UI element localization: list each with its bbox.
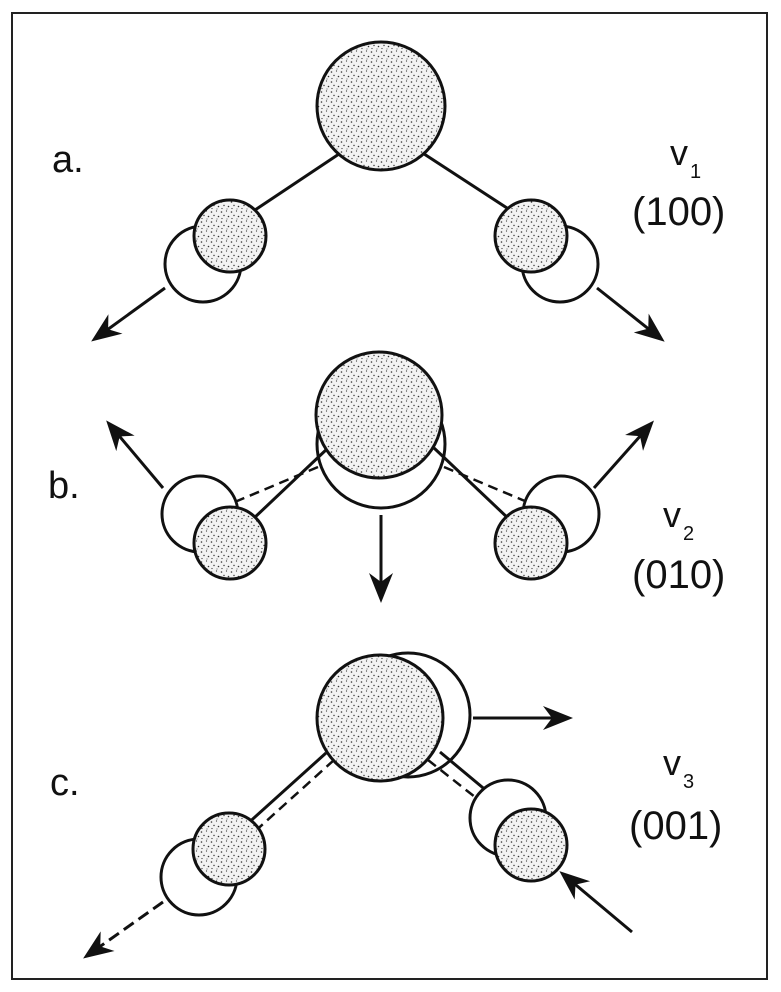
arrow-right	[596, 286, 665, 342]
panel-a: a. v 1 (100)	[52, 40, 725, 342]
arrow-down-left	[83, 900, 164, 959]
panel-c-quantum-numbers: (001)	[629, 804, 722, 848]
arrow-left	[91, 286, 166, 342]
panel-c-letter: c.	[50, 762, 80, 804]
panel-a-mode-symbol: v	[670, 132, 688, 173]
bond-left	[243, 751, 328, 828]
panel-b-mode-subscript: 2	[683, 523, 694, 545]
panel-b-letter: b.	[48, 465, 80, 507]
hydrogen-right	[493, 198, 569, 274]
hydrogen-right	[493, 807, 569, 883]
arrow-up-right	[592, 420, 654, 489]
panel-a-mode-subscript: 1	[690, 161, 701, 183]
panel-b-quantum-numbers: (010)	[632, 553, 725, 597]
bond-left	[254, 148, 346, 212]
panel-c: c. v 3 (001)	[50, 651, 722, 959]
hydrogen-left	[192, 198, 268, 274]
arrow-up-left	[106, 420, 165, 489]
hydrogen-right	[493, 505, 569, 581]
panel-b: b. v 2 (010)	[48, 350, 725, 603]
bond-right	[432, 446, 512, 522]
oxygen-atom	[315, 653, 445, 783]
bond-left	[250, 446, 330, 522]
oxygen-atom	[315, 40, 447, 172]
bond-right	[417, 148, 511, 212]
panel-b-mode-symbol: v	[663, 494, 681, 535]
panel-a-quantum-numbers: (100)	[632, 190, 725, 234]
panel-c-mode-symbol: v	[663, 742, 681, 783]
hydrogen-left	[192, 505, 268, 581]
dashed-bond-left	[251, 759, 335, 835]
arrow-up-left-into-hydrogen	[559, 871, 633, 934]
oxygen-atom	[314, 350, 444, 480]
panel-c-mode-subscript: 3	[683, 771, 694, 793]
panel-a-letter: a.	[52, 139, 84, 181]
hydrogen-left	[191, 811, 267, 887]
bond-right	[439, 750, 489, 794]
